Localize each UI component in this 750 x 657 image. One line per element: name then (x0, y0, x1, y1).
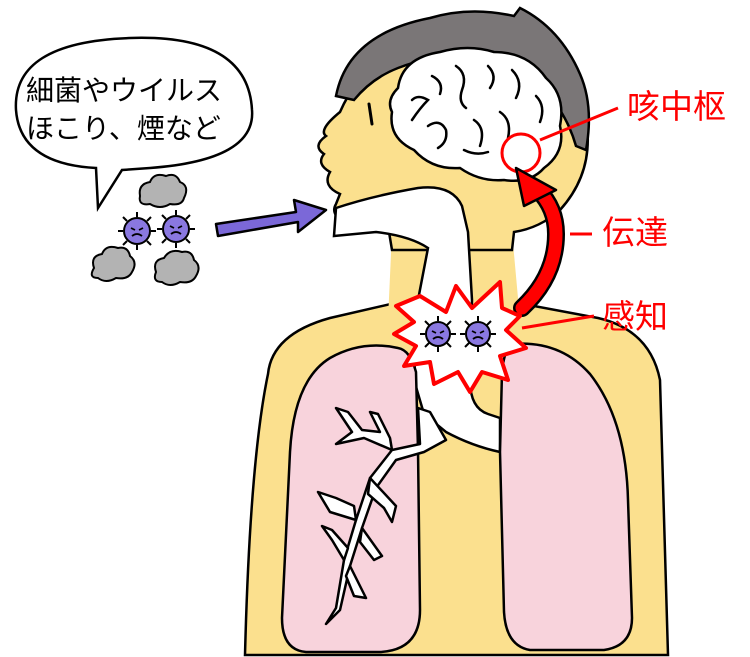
germ-icon (118, 212, 156, 250)
cough-center-leader (539, 106, 619, 142)
brain-folds (410, 64, 544, 155)
germ-icon (420, 316, 456, 352)
transmission-arrow (513, 166, 566, 317)
inhale-arrow (214, 198, 328, 238)
speech-bubble-line-1: 細菌やウイルス (26, 74, 223, 107)
bronchial-tree (316, 406, 448, 626)
cough-center-label: 咳中枢 (627, 87, 726, 126)
germ-icon (157, 210, 195, 248)
transmission-label: 伝達 (602, 213, 668, 252)
left-lung (280, 344, 422, 654)
eye (367, 102, 374, 126)
speech-bubble-line-2: ほこり、煙など (26, 112, 221, 145)
airway (332, 186, 502, 454)
detection-label: 感知 (602, 297, 668, 336)
germ-icon (460, 316, 496, 352)
dust-cloud-icon (153, 249, 200, 286)
dust-cloud-icon (138, 173, 188, 208)
speech-bubble-text: 細菌やウイルス ほこり、煙など (26, 72, 246, 148)
detection-burst (392, 280, 528, 394)
detection-leader (521, 314, 595, 330)
dust-cloud-icon (90, 245, 136, 282)
speech-bubble (14, 36, 254, 213)
